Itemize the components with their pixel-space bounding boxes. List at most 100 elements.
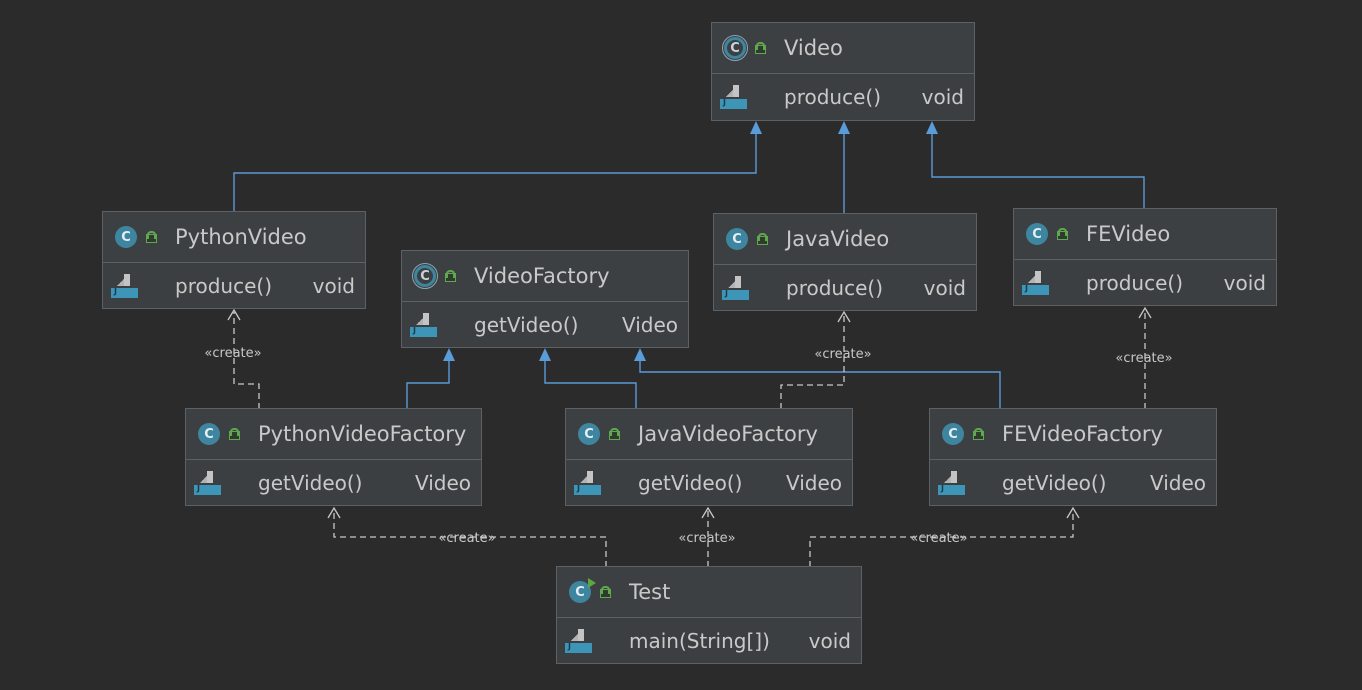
create-label-test-java-factory: «create» — [678, 531, 736, 546]
method-name: getVideo() — [638, 470, 743, 495]
extends-edge-fe-video — [931, 134, 1145, 209]
method-row[interactable]: main(String[]) void — [557, 618, 861, 663]
class-name: FEVideo — [1086, 222, 1171, 246]
class-name: Video — [784, 36, 843, 60]
class-header: C Video — [712, 23, 974, 74]
method-name: produce() — [784, 84, 881, 109]
class-header: C JavaVideo — [714, 214, 976, 265]
method-row[interactable]: getVideo() Video — [402, 302, 688, 347]
class-icon: C — [115, 226, 137, 248]
extends-edge-java-video-factory — [544, 361, 637, 409]
class-header: C FEVideoFactory — [930, 409, 1216, 460]
class-node-java-video[interactable]: C JavaVideo produce() void — [713, 213, 977, 311]
class-header: C PythonVideo — [103, 212, 365, 263]
create-edge-test-java-factory — [701, 506, 715, 567]
public-lock-icon — [445, 270, 456, 282]
method-return-type: Video — [1149, 470, 1206, 495]
runnable-class-icon: C — [569, 578, 596, 603]
method-name: produce() — [786, 275, 883, 300]
abstract-method-icon — [410, 312, 437, 337]
class-name: Test — [629, 580, 671, 604]
method-return-type: Video — [785, 470, 842, 495]
method-icon — [565, 628, 592, 653]
create-label-test-python-factory: «create» — [438, 531, 496, 546]
method-name: main(String[]) — [629, 628, 770, 653]
extends-arrowhead-python-video — [750, 121, 762, 134]
extends-arrowhead-python-video-factory — [443, 348, 455, 361]
method-icon — [194, 470, 221, 495]
public-lock-icon — [757, 233, 768, 245]
method-return-type: void — [923, 275, 966, 300]
public-lock-icon — [609, 428, 620, 440]
method-name: produce() — [175, 273, 272, 298]
extends-edge-python-video — [233, 134, 757, 212]
public-lock-icon — [600, 586, 611, 598]
method-icon — [574, 470, 601, 495]
class-header: C FEVideo — [1014, 209, 1276, 260]
class-icon: C — [942, 423, 964, 445]
method-name: getVideo() — [474, 312, 579, 337]
method-return-type: void — [808, 628, 851, 653]
class-name: VideoFactory — [474, 264, 610, 288]
class-header: C VideoFactory — [402, 251, 688, 302]
class-name: JavaVideoFactory — [638, 422, 818, 446]
extends-edge-fe-video-factory — [639, 361, 1001, 409]
public-lock-icon — [755, 42, 766, 54]
method-row[interactable]: getVideo() Video — [566, 460, 852, 505]
create-label-test-fe-factory: «create» — [910, 531, 968, 546]
class-header: C PythonVideoFactory — [186, 409, 481, 460]
class-node-fe-video-factory[interactable]: C FEVideoFactory getVideo() Video — [929, 408, 1217, 506]
abstract-class-icon: C — [722, 35, 748, 61]
class-node-video[interactable]: C Video produce() void — [711, 22, 975, 121]
method-row[interactable]: produce() void — [103, 263, 365, 308]
extends-arrowhead-fe-video — [926, 121, 938, 134]
create-label-java: «create» — [814, 347, 872, 362]
extends-arrowhead-java-video — [838, 121, 850, 134]
extends-arrowhead-fe-video-factory — [634, 348, 646, 361]
public-lock-icon — [229, 428, 240, 440]
class-icon: C — [726, 228, 748, 250]
method-row[interactable]: produce() void — [712, 74, 974, 119]
public-lock-icon — [973, 428, 984, 440]
method-icon — [722, 275, 749, 300]
class-node-test[interactable]: C Test main(String[]) void — [556, 566, 862, 664]
extends-arrowhead-java-video-factory — [539, 348, 551, 361]
method-row[interactable]: produce() void — [714, 265, 976, 310]
method-return-type: void — [1223, 270, 1266, 295]
abstract-method-icon — [720, 84, 747, 109]
class-name: PythonVideoFactory — [258, 422, 467, 446]
class-header: C Test — [557, 567, 861, 618]
create-edge-test-python-factory — [327, 506, 607, 567]
method-icon — [1022, 270, 1049, 295]
class-node-python-video-factory[interactable]: C PythonVideoFactory getVideo() Video — [185, 408, 482, 506]
public-lock-icon — [146, 231, 157, 243]
class-name: PythonVideo — [175, 225, 307, 249]
method-row[interactable]: produce() void — [1014, 260, 1276, 305]
create-label-python: «create» — [204, 346, 262, 361]
create-edge-python — [227, 308, 260, 409]
method-row[interactable]: getVideo() Video — [186, 460, 481, 505]
method-name: getVideo() — [258, 470, 363, 495]
public-lock-icon — [1057, 228, 1068, 240]
extends-edge-python-video-factory — [406, 361, 450, 409]
create-edge-test-fe-factory — [809, 506, 1080, 567]
class-icon: C — [578, 423, 600, 445]
method-return-type: Video — [621, 312, 678, 337]
method-icon — [938, 470, 965, 495]
method-name: getVideo() — [1002, 470, 1107, 495]
class-header: C JavaVideoFactory — [566, 409, 852, 460]
class-node-python-video[interactable]: C PythonVideo produce() void — [102, 211, 366, 309]
class-name: JavaVideo — [786, 227, 890, 251]
class-node-fe-video[interactable]: C FEVideo produce() void — [1013, 208, 1277, 306]
method-row[interactable]: getVideo() Video — [930, 460, 1216, 505]
class-node-java-video-factory[interactable]: C JavaVideoFactory getVideo() Video — [565, 408, 853, 506]
class-name: FEVideoFactory — [1002, 422, 1163, 446]
class-icon: C — [1026, 223, 1048, 245]
method-return-type: void — [312, 273, 355, 298]
create-edge-java — [780, 310, 851, 409]
class-node-video-factory[interactable]: C VideoFactory getVideo() Video — [401, 250, 689, 348]
method-return-type: Video — [414, 470, 471, 495]
create-label-fe: «create» — [1115, 351, 1173, 366]
create-edge-fe — [1138, 306, 1152, 409]
